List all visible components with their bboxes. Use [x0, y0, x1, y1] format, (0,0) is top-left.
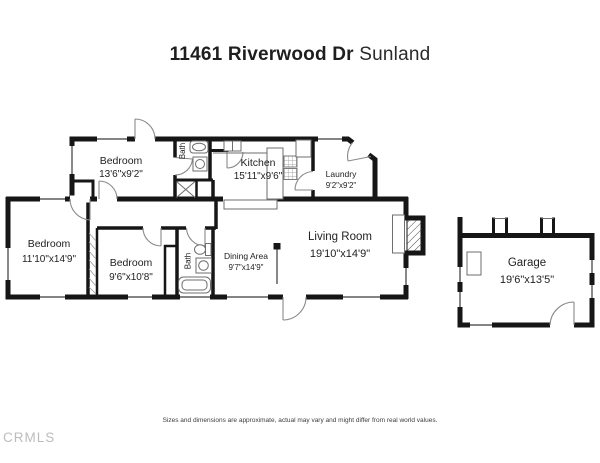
closet-x: [176, 181, 196, 198]
room-dims-bedroom-top: 13'6"x9'2": [99, 169, 143, 180]
room-dims-bedroom-left: 11'10"x14'9": [22, 254, 77, 265]
title-city: Sunland: [359, 44, 431, 65]
sink-vanity: [192, 156, 208, 172]
door-arc: [69, 195, 91, 221]
room-dims-laundry: 9'2"x9'2": [326, 181, 357, 190]
door-arc: [97, 180, 118, 203]
fireplace: [392, 214, 423, 254]
room-dims-living: 19'10"x14'9": [310, 248, 370, 260]
closet-hatch: [88, 232, 97, 295]
disclaimer-text: Sizes and dimensions are approximate, ac…: [162, 417, 438, 424]
room-label-bedroom-top: Bedroom: [100, 155, 143, 167]
door-arc: [347, 139, 372, 162]
room-label-bath-top: Bath: [178, 143, 187, 159]
water-heater: [466, 251, 482, 276]
room-dims-kitchen: 15'11"x9'6": [234, 171, 283, 182]
window: [40, 293, 65, 301]
range: [283, 155, 298, 180]
window: [128, 293, 152, 301]
room-dims-bedroom-middle: 9'6"x10'8": [109, 272, 153, 283]
door-arc: [142, 224, 162, 247]
sink-vanity: [195, 257, 212, 274]
window: [343, 293, 380, 301]
kitchen-counter: [213, 140, 284, 210]
title-address: 11461 Riverwood Dr: [169, 44, 354, 65]
bathtub: [189, 140, 209, 154]
room-label-kitchen: Kitchen: [240, 157, 275, 169]
door-arc: [226, 151, 244, 169]
window: [180, 293, 210, 301]
room-labels: Bedroom 13'6"x9'2" Kitchen 15'11"x9'6" L…: [22, 143, 554, 286]
window: [318, 135, 342, 143]
window: [4, 248, 12, 280]
window: [97, 135, 127, 143]
page-title: 11461 Riverwood Dr Sunland: [0, 44, 600, 66]
window: [588, 260, 596, 273]
room-dims-dining: 9'7"x14'9": [229, 263, 264, 272]
window: [68, 146, 76, 174]
window: [227, 293, 268, 301]
room-dims-garage: 19'6"x13'5": [500, 274, 554, 286]
toilet: [194, 243, 212, 256]
room-label-living: Living Room: [308, 231, 372, 243]
door-arc: [185, 224, 206, 247]
room-label-garage: Garage: [508, 257, 546, 269]
door-arc: [294, 170, 317, 191]
window: [402, 268, 410, 285]
window: [456, 292, 464, 307]
doors: [69, 118, 575, 329]
window: [470, 321, 492, 329]
room-label-bath-bottom: Bath: [184, 253, 193, 269]
room-label-dining: Dining Area: [224, 251, 268, 261]
window: [588, 285, 596, 298]
bathtub: [178, 276, 211, 294]
windows: [4, 135, 596, 329]
door-arc: [549, 301, 575, 329]
door-arc: [134, 118, 156, 143]
window: [40, 195, 65, 203]
room-divider: [273, 243, 281, 284]
door-arc: [282, 293, 307, 321]
door-arc: [171, 156, 194, 176]
room-label-bedroom-middle: Bedroom: [110, 257, 153, 269]
window: [456, 267, 464, 282]
refrigerator: [295, 139, 312, 158]
room-label-laundry: Laundry: [326, 169, 357, 179]
room-label-bedroom-left: Bedroom: [28, 238, 71, 250]
crmls-logo: CRMLS: [3, 430, 56, 445]
fixtures: [176, 139, 482, 294]
